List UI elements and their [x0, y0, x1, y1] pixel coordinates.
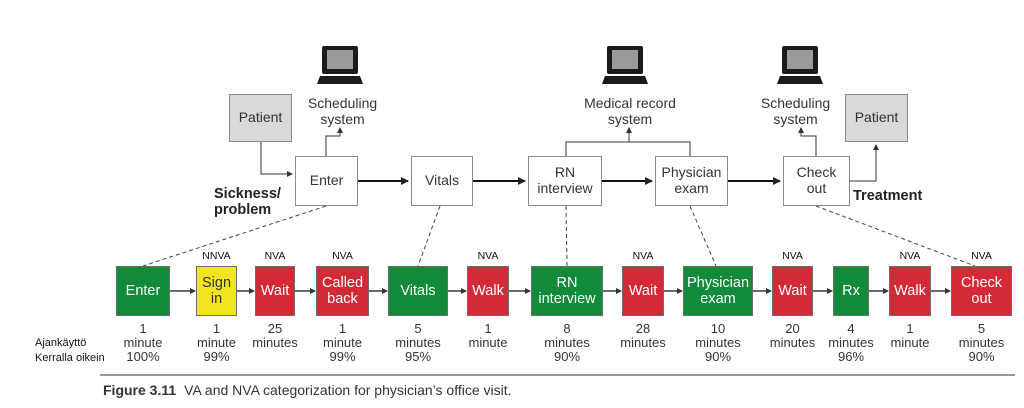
step-time-label: 1 minute — [468, 321, 508, 351]
step-time-label: 1 minute 99% — [196, 321, 237, 365]
step-box: RN interview — [531, 266, 603, 316]
patient-box-right: Patient — [845, 94, 908, 142]
computer-icon-scheduling-1 — [317, 46, 363, 84]
step-box: Called back — [316, 266, 369, 316]
step-box: Wait — [255, 266, 295, 316]
sickness-problem-label: Sickness/ problem — [214, 186, 281, 218]
step-category-label: NVA — [477, 250, 499, 262]
step-time-label: 20 minutes — [769, 321, 816, 351]
step-category-label: NVA — [899, 250, 921, 262]
step-box: Wait — [772, 266, 813, 316]
figure-caption-text: VA and NVA categorization for physician’… — [184, 382, 512, 398]
step-box: Check out — [951, 266, 1012, 316]
patient-box-left: Patient — [229, 94, 292, 142]
step-box: Walk — [467, 266, 509, 316]
step-time-label: 5 minutes 90% — [958, 321, 1005, 365]
scheduling-system-label-2: Scheduling system — [760, 95, 831, 127]
step-time-label: 8 minutes 90% — [544, 321, 590, 365]
step-category-label: NVA — [971, 250, 992, 262]
step-box: Rx — [833, 266, 869, 316]
medical-record-system-label: Medical record system — [584, 95, 676, 127]
step-category-label: NVA — [332, 250, 353, 262]
accuracy-row-label: Kerralla oikein — [35, 352, 105, 364]
step-box: Walk — [889, 266, 931, 316]
step-time-label: 5 minutes 95% — [395, 321, 441, 365]
patient-to-enter-connector — [260, 142, 293, 177]
exam-to-record-connector — [629, 141, 691, 156]
scheduling-system-label-1: Scheduling system — [307, 95, 378, 127]
vitals-mapping-line — [417, 205, 441, 267]
figure-number: Figure 3.11 — [103, 382, 177, 398]
step-box: Enter — [116, 266, 170, 316]
figure-caption: Figure 3.11 VA and NVA categorization for… — [103, 382, 512, 398]
step-category-label: NNVA — [202, 250, 231, 262]
step-category-label: NVA — [264, 250, 286, 262]
checkout-to-scheduling-connector — [798, 127, 817, 156]
computer-icon-scheduling-2 — [777, 46, 823, 84]
computer-icon-medical-record — [602, 46, 648, 84]
top-step-physician-exam: Physician exam — [655, 156, 728, 206]
step-category-label: NVA — [632, 250, 654, 262]
step-time-label: 1 minute — [890, 321, 930, 351]
step-time-label: 4 minutes 96% — [828, 321, 874, 365]
step-time-label: 1 minute 99% — [322, 321, 363, 365]
rn-mapping-line — [565, 205, 568, 267]
step-box: Sign in — [196, 266, 237, 316]
checkout-to-patient-connector — [850, 144, 879, 182]
step-time-label: 10 minutes 90% — [695, 321, 741, 365]
checkout-mapping-line — [815, 205, 976, 267]
enter-to-scheduling-connector — [325, 127, 343, 156]
top-step-vitals: Vitals — [411, 156, 473, 206]
time-row-label: Ajankäyttö — [35, 337, 87, 349]
step-time-label: 25 minutes — [252, 321, 298, 351]
rn-to-record-connector — [565, 127, 632, 156]
exam-mapping-line — [689, 205, 717, 267]
step-box: Wait — [622, 266, 664, 316]
top-step-check-out: Check out — [783, 156, 850, 206]
step-time-label: 1 minute 100% — [123, 321, 163, 365]
step-box: Physician exam — [683, 266, 753, 316]
step-category-label: NVA — [782, 250, 803, 262]
top-step-rn-interview: RN interview — [528, 156, 602, 206]
step-time-label: 28 minutes — [620, 321, 666, 351]
top-step-enter: Enter — [295, 156, 358, 206]
step-box: Vitals — [388, 266, 448, 316]
treatment-label: Treatment — [853, 188, 923, 204]
